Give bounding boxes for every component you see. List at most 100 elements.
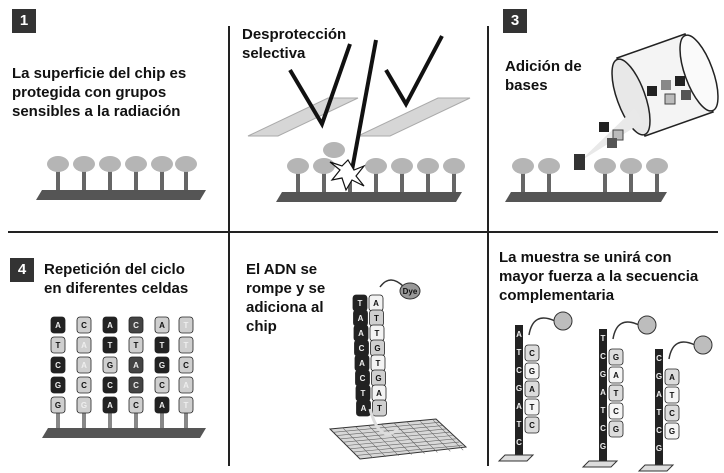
base-letter: T (614, 389, 619, 398)
base-letter: C (613, 407, 619, 416)
nucleotide-base: A (178, 376, 194, 394)
svg-text:A: A (656, 390, 662, 399)
dye-marker (399, 282, 421, 300)
linker-molecule (73, 156, 95, 190)
nucleotide-base: T (372, 399, 387, 417)
linker-molecule (47, 156, 69, 190)
linker-molecule (620, 158, 642, 192)
nucleotide-base: T (178, 336, 194, 354)
base-letter: T (377, 404, 382, 413)
base-letter: T (184, 401, 189, 410)
nucleotide-base: G (371, 369, 386, 387)
svg-text:G: G (600, 370, 606, 379)
photomask-plate (247, 97, 359, 137)
nucleotide-base: T (178, 396, 194, 414)
base-letter: A (159, 401, 165, 410)
nucleotide-base: C (524, 416, 540, 434)
svg-text:C: C (600, 352, 606, 361)
step-number-badge: 3 (503, 9, 527, 33)
base-letter: T (160, 341, 165, 350)
svg-text:T: T (517, 420, 522, 429)
base-letter: A (359, 359, 365, 368)
nucleotide-base: C (524, 344, 540, 362)
base-letter: T (56, 341, 61, 350)
light-ray (288, 43, 352, 129)
svg-text:T: T (517, 348, 522, 357)
base-letter: A (183, 381, 189, 390)
panel-caption: Desprotección selectiva (242, 26, 347, 62)
nucleotide-base: C (354, 339, 369, 357)
svg-text:C: C (516, 438, 522, 447)
nucleotide-base: T (370, 354, 386, 372)
svg-text:G: G (656, 372, 662, 381)
linker-molecule (538, 158, 560, 192)
nucleotide-base: G (370, 339, 385, 357)
radiation-burst (329, 159, 366, 192)
nucleotide-base: C (76, 376, 92, 394)
base-letter: A (669, 373, 675, 382)
svg-text:T: T (657, 408, 662, 417)
nucleotide-base: A (608, 366, 624, 384)
svg-text:C: C (656, 354, 662, 363)
nucleotide-base: T (178, 316, 194, 334)
nucleotide-base: A (76, 356, 92, 374)
panel-2: Desprotección selectiva (230, 0, 487, 231)
base-letter: T (375, 329, 380, 338)
base-letter: A (361, 404, 367, 413)
nucleotide-base: A (102, 316, 118, 334)
dye-circle (637, 315, 657, 335)
base-letter: G (613, 353, 619, 362)
svg-text:G: G (600, 442, 606, 451)
base-letter: A (55, 321, 61, 330)
base-letter: G (374, 344, 380, 353)
nucleotide-base: A (524, 380, 540, 398)
nucleotide-base: G (102, 356, 118, 374)
photomask-plate (357, 97, 471, 137)
panel-caption: El ADN se rompe y se adiciona al chip (246, 261, 326, 335)
base-letter: A (529, 385, 535, 394)
linker-molecule (151, 156, 173, 190)
nucleotide-base: G (154, 356, 170, 374)
dye-circle (693, 335, 713, 355)
nucleotide-base: G (608, 420, 624, 438)
base-letter: G (55, 381, 61, 390)
base-letter: C (55, 361, 61, 370)
attached-base (574, 154, 585, 170)
base-letter: A (376, 389, 382, 398)
base-letter: C (133, 381, 139, 390)
nucleotide-base: T (50, 336, 66, 354)
nucleotide-base: A (128, 356, 144, 374)
linker-molecule (594, 158, 616, 192)
nucleotide-base: T (355, 384, 371, 402)
base-letter: T (376, 359, 381, 368)
panel-1: 1 La superficie del chip es protegida co… (0, 0, 228, 231)
nucleotide-base: C (664, 404, 680, 422)
light-ray (384, 35, 444, 109)
panel-3: 3 Adición de bases (489, 0, 724, 231)
nucleotide-base: T (664, 386, 680, 404)
vertical-divider-left (228, 26, 230, 466)
nucleotide-base: A (102, 396, 118, 414)
base-letter: C (133, 321, 139, 330)
base-letter: C (159, 381, 165, 390)
linker-molecule (391, 158, 413, 192)
base-letter: C (107, 381, 113, 390)
base-letter: T (134, 341, 139, 350)
nucleotide-base: G (524, 362, 540, 380)
nucleotide-base: G (50, 376, 66, 394)
base-letter: A (373, 299, 379, 308)
nucleotide-base: T (524, 398, 540, 416)
base-letter: G (375, 374, 381, 383)
nucleotide-base: T (369, 324, 385, 342)
nucleotide-base: G (608, 348, 624, 366)
nucleotide-base: C (76, 316, 92, 334)
panel-caption: La superficie del chip es protegida con … (12, 65, 187, 120)
base-letter: A (107, 321, 113, 330)
nucleotide-base: C (128, 376, 144, 394)
